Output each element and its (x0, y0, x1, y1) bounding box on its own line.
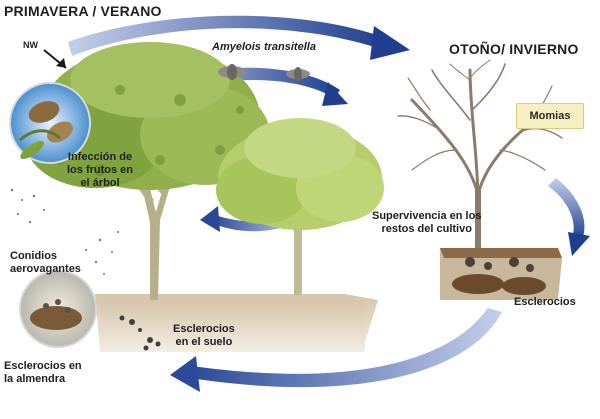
label-nw: NW (23, 40, 38, 50)
lens-infected-fruit (9, 82, 91, 164)
soil-sclerotia (119, 315, 161, 351)
label-supervivencia: Supervivencia en los restos del cultivo (372, 210, 482, 235)
arrow-top (68, 15, 410, 60)
arrow-bottom (170, 308, 502, 392)
lens-almond-sclerotia (19, 270, 97, 348)
moth-icon-2 (286, 67, 310, 81)
ground (95, 294, 378, 352)
label-otono-invierno: OTOÑO/ INVIERNO (449, 41, 579, 57)
moth-icon-1 (218, 64, 246, 80)
label-esclerocios: Esclerocios (514, 296, 576, 308)
label-esclerocios-almendra: Esclerocios en la almendra (4, 360, 82, 385)
arrow-right (548, 178, 590, 256)
label-conidios: Conidios aerovagantes (10, 250, 81, 275)
label-primavera-verano: PRIMAVERA / VERANO (4, 3, 162, 19)
tree-middle (216, 118, 384, 295)
soil-block-right (440, 248, 562, 300)
label-infeccion: Infección de los frutos en el árbol (67, 151, 134, 189)
label-esclerocios-suelo: Esclerocios en el suelo (173, 323, 235, 348)
nw-arrow-icon (43, 49, 67, 69)
conidia-dots (10, 188, 119, 275)
label-amyelois: Amyelois transitella (212, 41, 316, 53)
label-momias: Momias (516, 103, 584, 129)
